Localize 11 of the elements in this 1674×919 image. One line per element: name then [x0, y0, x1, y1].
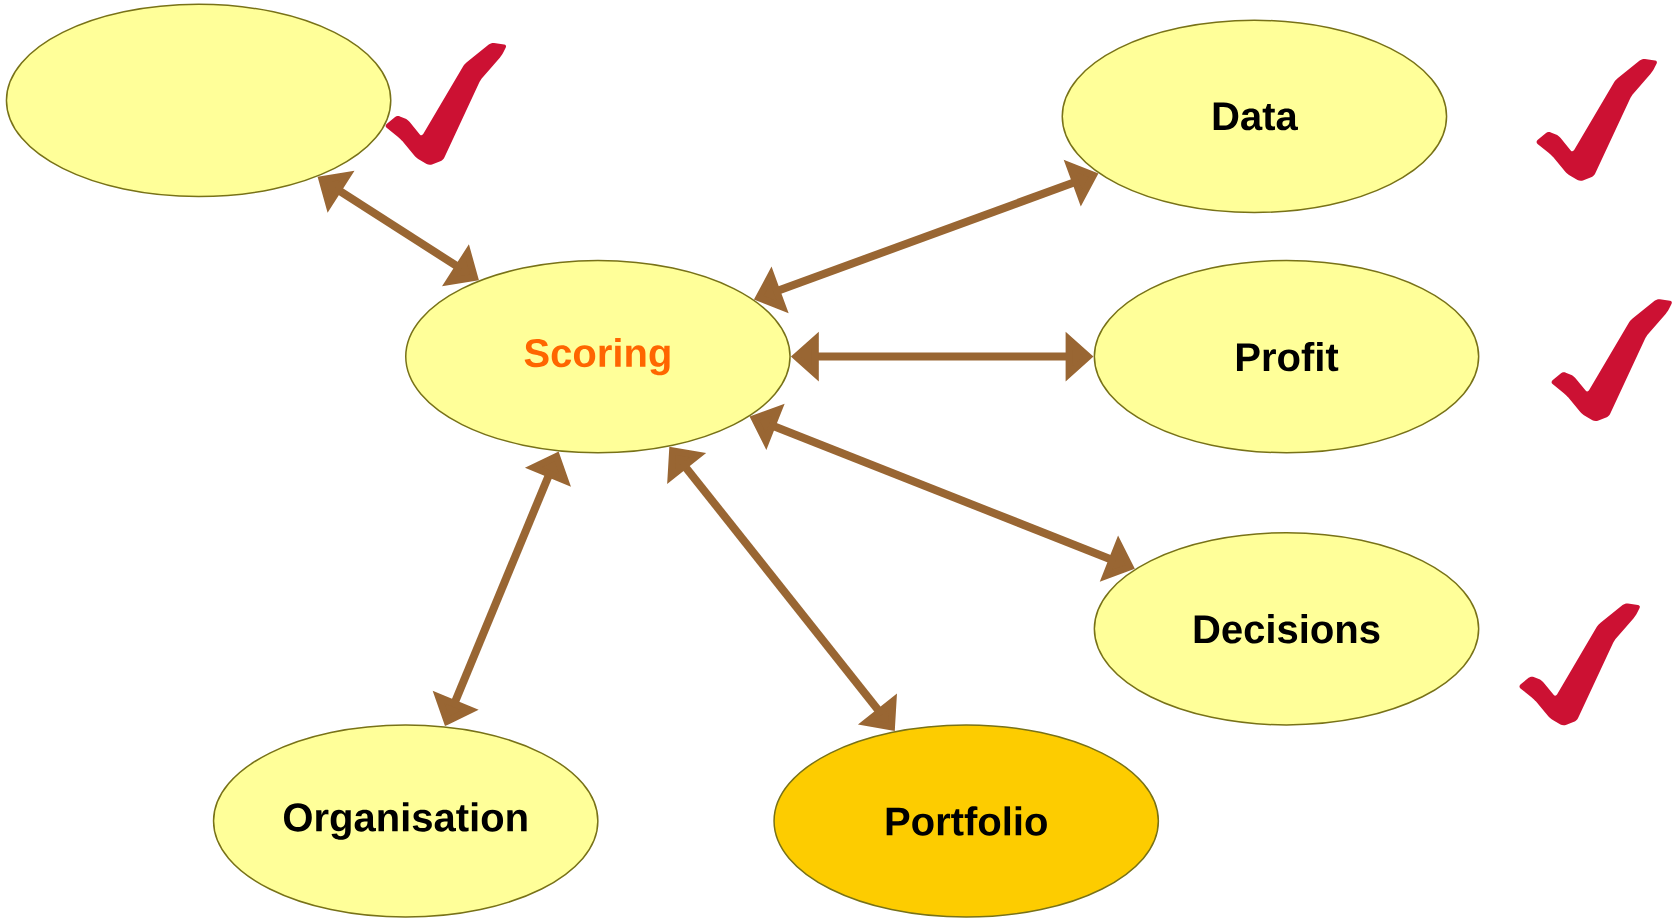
ellipse-node: Scoring — [405, 259, 791, 454]
check-mark — [385, 43, 507, 165]
check-mark — [1551, 299, 1672, 421]
ellipse-node: Data — [1061, 19, 1448, 214]
ellipse-node: Profit — [1093, 259, 1480, 454]
ellipse-node — [5, 3, 392, 198]
ellipse-node: Organisation — [212, 724, 599, 918]
ellipse-node: Portfolio — [773, 724, 1160, 918]
ellipse-node: Decisions — [1093, 531, 1480, 726]
check-mark — [1536, 59, 1657, 181]
check-mark — [1519, 603, 1640, 726]
